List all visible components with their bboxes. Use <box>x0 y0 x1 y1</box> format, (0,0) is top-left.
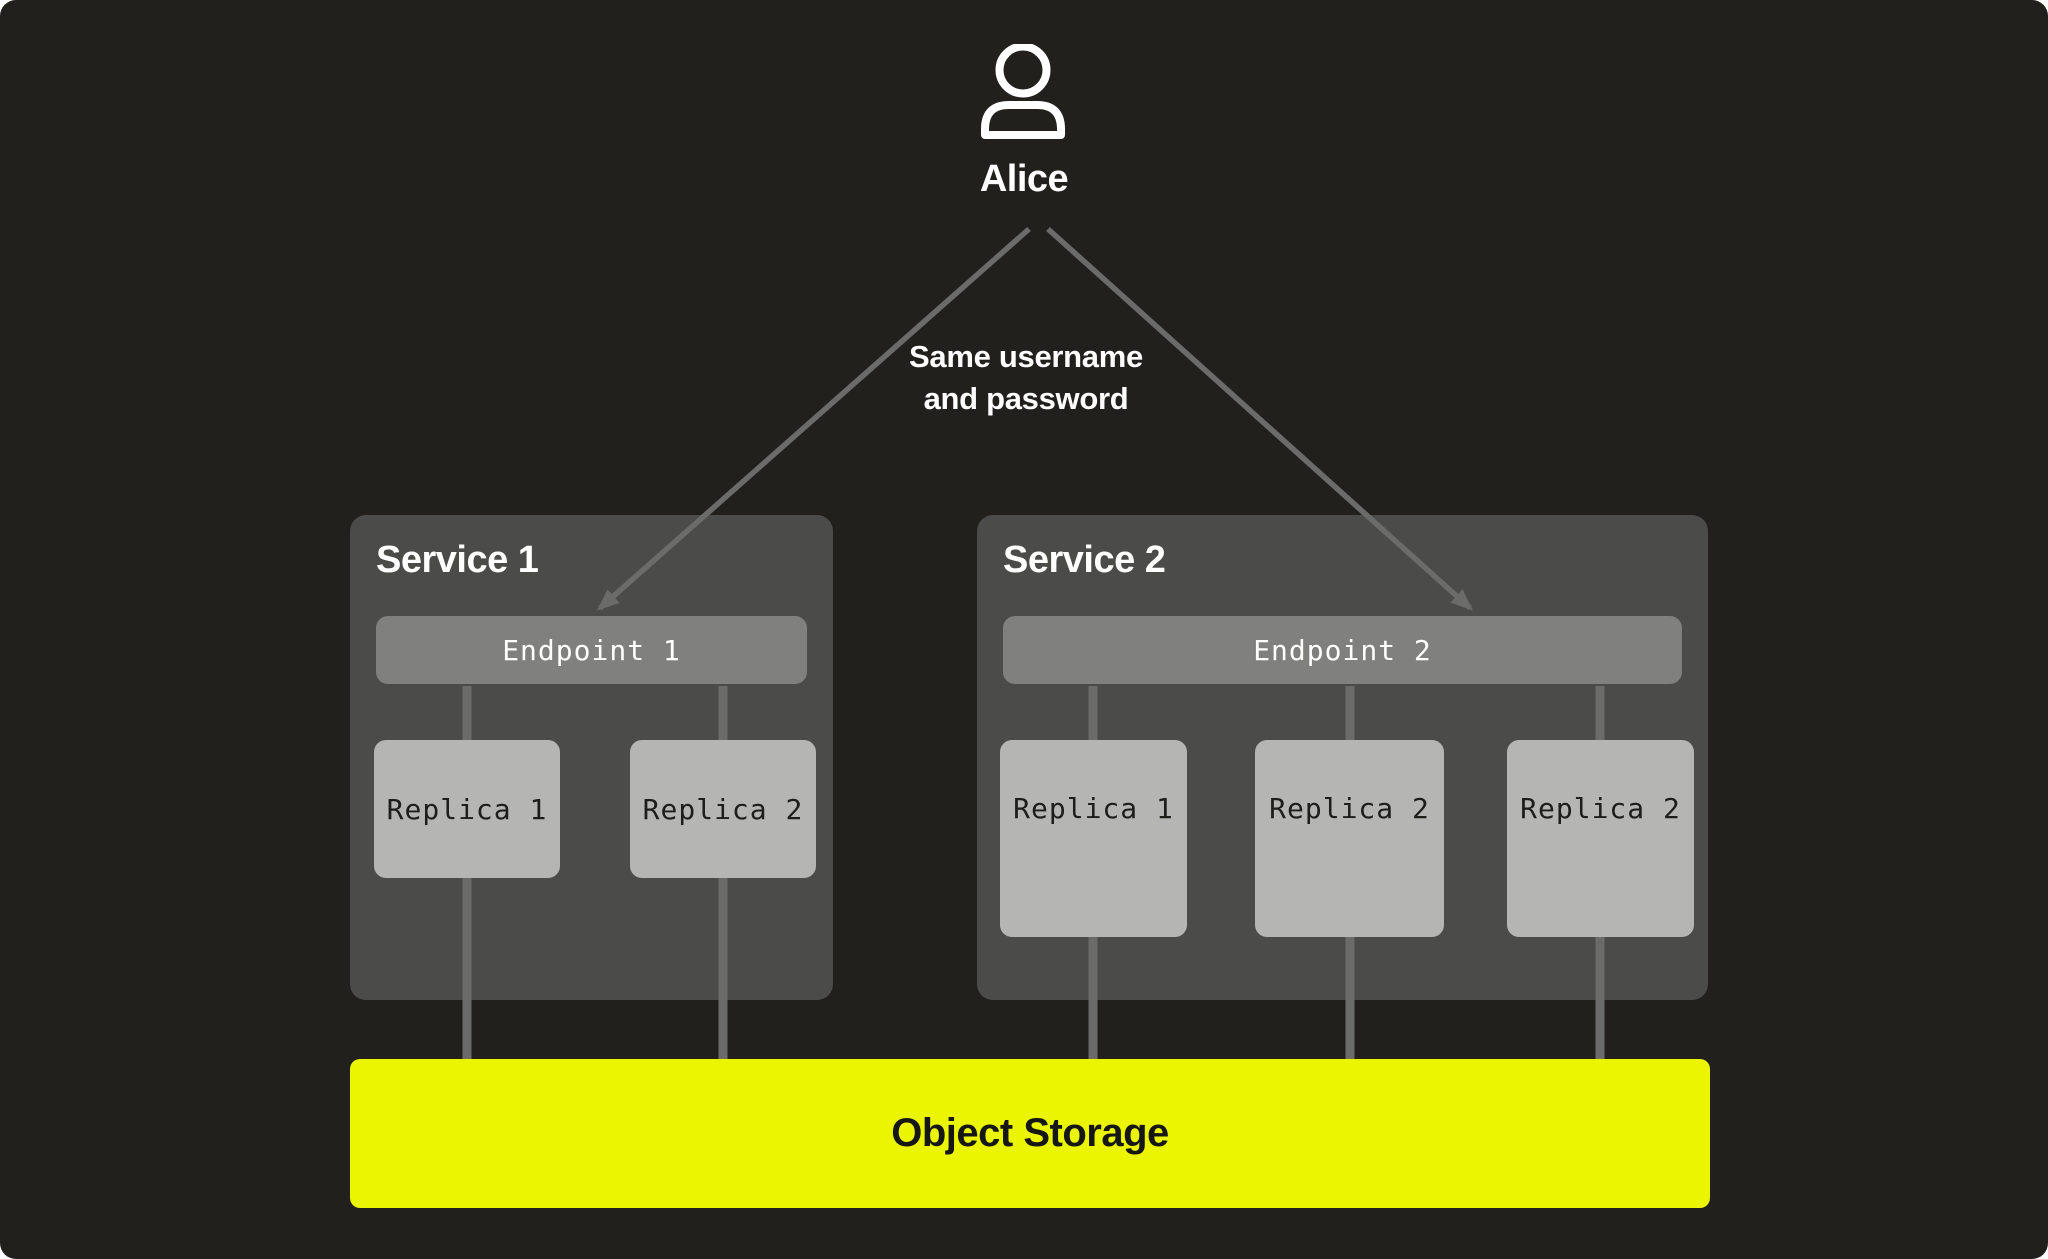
service-2-replica-2: Replica 2 <box>1255 740 1444 937</box>
service-2-title: Service 2 <box>1003 539 1166 581</box>
endpoint-1-bar: Endpoint 1 <box>376 616 807 684</box>
service-2-replica-3: Replica 2 <box>1507 740 1694 937</box>
alice-label: Alice <box>979 158 1069 200</box>
object-storage-bar: Object Storage <box>350 1059 1710 1208</box>
person-icon <box>981 44 1065 139</box>
service-1-replica-2: Replica 2 <box>630 740 816 878</box>
diagonal-arrow-left <box>597 226 1031 611</box>
diagonal-arrow-right <box>1046 226 1473 611</box>
endpoint-2-bar: Endpoint 2 <box>1003 616 1682 684</box>
service-2-replica-1: Replica 1 <box>1000 740 1187 937</box>
auth-note-line2: and password <box>923 381 1129 416</box>
service-1-title: Service 1 <box>376 539 539 581</box>
auth-note-line1: Same username <box>909 339 1143 374</box>
auth-note: Same username and password <box>826 336 1226 420</box>
service-1-replica-1: Replica 1 <box>374 740 560 878</box>
alice-figure: Alice <box>924 44 1124 201</box>
service-1-box: Service 1 Endpoint 1 <box>350 515 833 1000</box>
